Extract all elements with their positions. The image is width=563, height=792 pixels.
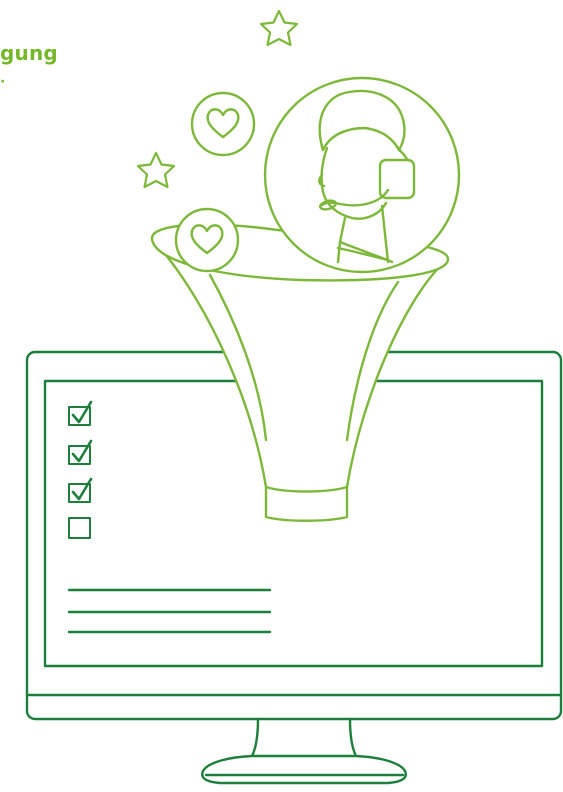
checklist	[69, 402, 91, 538]
text-placeholder-lines	[69, 590, 270, 632]
monitor-stand-neck	[252, 719, 258, 756]
checkbox-empty-icon	[69, 518, 90, 538]
monitor-stand-base	[202, 756, 406, 783]
checkbox-checked-icon	[69, 402, 91, 425]
star-icon	[261, 11, 297, 45]
star-icon	[138, 153, 174, 187]
checkbox-checked-icon	[69, 479, 91, 502]
heart-bubble-icon	[192, 93, 254, 155]
checkbox-checked-icon	[69, 441, 91, 464]
agent-circle	[265, 78, 459, 272]
headset-agent-icon	[265, 78, 459, 272]
heart-bubble-icon	[176, 209, 238, 271]
